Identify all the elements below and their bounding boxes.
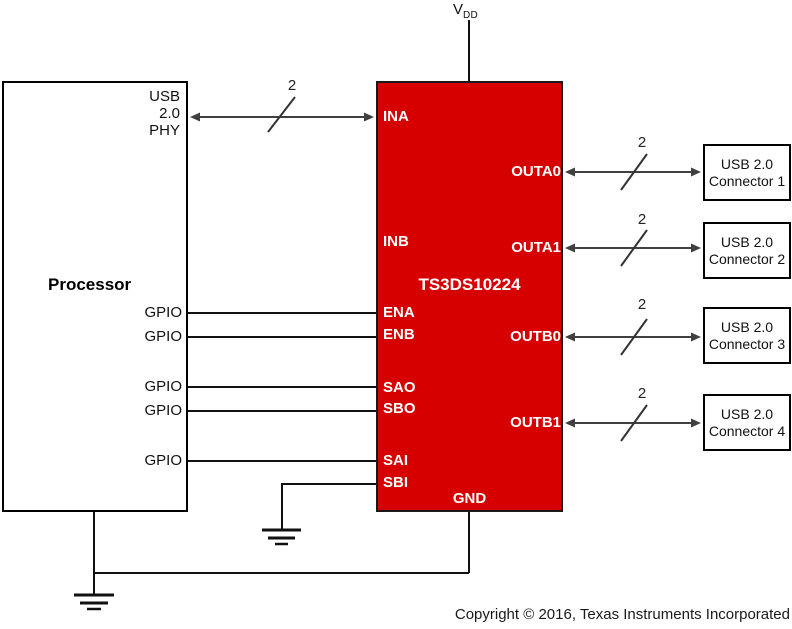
pin-label-ina: INA xyxy=(383,108,409,125)
pin-label-sao: SAO xyxy=(383,379,416,396)
connector-line1: USB 2.0 xyxy=(720,318,774,335)
pin-label-outa1: OUTA1 xyxy=(511,239,561,256)
pin-label-inb: INB xyxy=(383,233,409,250)
bus-width-label-outb0: 2 xyxy=(637,296,647,313)
bus-slash xyxy=(620,318,648,356)
usb-connector-4-box: USB 2.0 Connector 4 xyxy=(703,394,791,451)
bus-slash xyxy=(620,153,648,191)
copyright-text: Copyright © 2016, Texas Instruments Inco… xyxy=(454,606,790,623)
pin-label-sai: SAI xyxy=(383,452,409,469)
sbi-ground-wire xyxy=(281,483,377,529)
outa0-bus-arrow xyxy=(565,153,701,191)
ground-symbol-sbi xyxy=(262,528,301,546)
connector-line2: Connector 2 xyxy=(708,250,786,267)
bus-slash xyxy=(620,404,648,442)
usb-connector-2-box: USB 2.0 Connector 2 xyxy=(703,222,791,279)
bus-width-label-outa0: 2 xyxy=(637,134,647,151)
ground-symbol-processor xyxy=(74,593,114,611)
gpio-wires xyxy=(188,312,377,462)
processor-label: Processor xyxy=(48,275,132,294)
connector-line1: USB 2.0 xyxy=(720,405,774,422)
gpio-label-enb: GPIO xyxy=(144,328,182,345)
connector-line1: USB 2.0 xyxy=(720,155,774,172)
pin-label-sbo: SBO xyxy=(383,400,416,417)
bus-width-label-outa1: 2 xyxy=(637,211,647,228)
chip-box xyxy=(376,81,563,512)
outb0-bus-arrow xyxy=(565,318,701,356)
gpio-label-ena: GPIO xyxy=(144,304,182,321)
ina-bus-arrow xyxy=(190,96,374,133)
bus-slash xyxy=(267,96,296,133)
pin-label-enb: ENB xyxy=(383,326,415,343)
chip-name-label: TS3DS10224 xyxy=(418,275,521,294)
gpio-label-sai: GPIO xyxy=(144,452,182,469)
usb-connector-3-box: USB 2.0 Connector 3 xyxy=(703,307,791,364)
pin-label-gnd: GND xyxy=(452,490,487,507)
connector-line2: Connector 3 xyxy=(708,335,786,352)
bus-width-label-outb1: 2 xyxy=(637,385,647,402)
pin-label-outb0: OUTB0 xyxy=(510,328,561,345)
bus-slash xyxy=(620,229,648,267)
usb-phy-label: USB 2.0 PHY xyxy=(149,88,180,139)
outa1-bus-arrow xyxy=(565,229,701,267)
vdd-text: V xyxy=(453,1,464,18)
usb-connector-1-box: USB 2.0 Connector 1 xyxy=(703,144,791,201)
gpio-label-sao: GPIO xyxy=(144,378,182,395)
ground-net-wires xyxy=(93,511,470,594)
pin-label-outb1: OUTB1 xyxy=(510,414,561,431)
pin-label-outa0: OUTA0 xyxy=(511,163,561,180)
pin-label-ena: ENA xyxy=(383,304,415,321)
connector-line2: Connector 1 xyxy=(708,172,786,189)
bus-width-label-ina: 2 xyxy=(287,77,297,94)
connector-line2: Connector 4 xyxy=(708,422,786,439)
gpio-label-sbo: GPIO xyxy=(144,402,182,419)
outb1-bus-arrow xyxy=(565,404,701,442)
connector-line1: USB 2.0 xyxy=(720,233,774,250)
vdd-label: VDD xyxy=(453,1,478,25)
processor-box xyxy=(2,81,188,512)
pin-label-sbi: SBI xyxy=(383,474,409,491)
vdd-subscript: DD xyxy=(463,10,479,21)
